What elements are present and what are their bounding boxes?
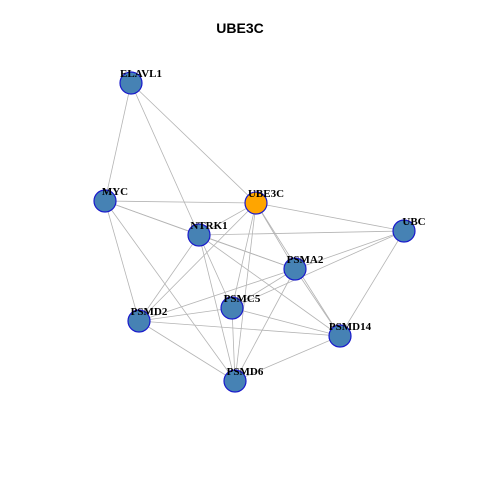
edge-ube3c-ubc [255, 202, 405, 232]
node-label-myc: MYC [102, 186, 128, 198]
node-label-psmc5: PSMC5 [224, 293, 261, 305]
edge-psma2-psmd14 [294, 268, 341, 337]
node-ubc [392, 219, 416, 243]
node-label-ube3c: UBE3C [248, 188, 284, 200]
edge-ubc-psmd14 [339, 230, 405, 337]
edge-ubc-psma2 [294, 230, 405, 270]
node-label-psma2: PSMA2 [287, 254, 324, 266]
edge-psmc5-psmd2 [138, 307, 233, 322]
node-label-psmd14: PSMD14 [329, 321, 372, 333]
edge-myc-psmd6 [104, 200, 236, 382]
node-elavl1 [119, 71, 143, 95]
edges-layer [104, 82, 405, 382]
edge-myc-ube3c [104, 200, 257, 204]
edge-ntrk1-psmd14 [198, 234, 341, 337]
edge-ube3c-psmc5 [231, 202, 257, 309]
node-ntrk1 [187, 223, 211, 247]
node-psmd2 [127, 309, 151, 333]
node-psmd6 [223, 369, 247, 393]
edge-psma2-psmd6 [234, 268, 296, 382]
edge-ntrk1-psma2 [198, 234, 296, 270]
node-label-ubc: UBC [402, 216, 425, 228]
node-psmd14 [328, 324, 352, 348]
edge-psma2-psmc5 [231, 268, 296, 309]
edge-psmc5-psmd14 [231, 307, 341, 337]
edge-psma2-psmd2 [138, 268, 296, 322]
node-psmc5 [220, 296, 244, 320]
node-label-elavl1: ELAVL1 [120, 68, 162, 80]
edge-elavl1-myc [104, 82, 132, 202]
node-label-psmd6: PSMD6 [227, 366, 264, 378]
nodes-layer [93, 71, 416, 393]
edge-psmd2-psmd6 [138, 320, 236, 382]
edge-elavl1-ube3c [130, 82, 257, 204]
node-psma2 [283, 257, 307, 281]
node-label-ntrk1: NTRK1 [190, 220, 227, 232]
graph-title: UBE3C [216, 20, 264, 36]
edge-psmd14-psmd6 [234, 335, 341, 382]
edge-ntrk1-ubc [198, 230, 405, 236]
edge-myc-psmd2 [104, 200, 140, 322]
edge-psmc5-psmd6 [231, 307, 236, 382]
node-ube3c [244, 191, 268, 215]
edge-ube3c-psmd6 [234, 202, 257, 382]
edge-ube3c-psmd2 [138, 202, 257, 322]
edge-psmd2-psmd14 [138, 320, 341, 337]
edge-elavl1-ntrk1 [130, 82, 200, 236]
edge-ntrk1-psmc5 [198, 234, 233, 309]
edge-ntrk1-psmd6 [198, 234, 236, 382]
edge-ntrk1-psmd2 [138, 234, 200, 322]
node-myc [93, 189, 117, 213]
node-label-psmd2: PSMD2 [131, 306, 168, 318]
edge-ubc-psmc5 [231, 230, 405, 309]
